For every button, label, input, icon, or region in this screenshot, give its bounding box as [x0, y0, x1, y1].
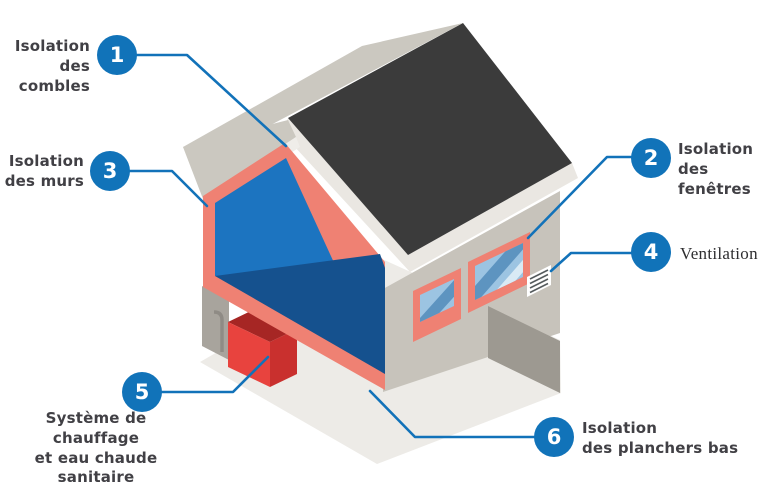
- boiler-top: [228, 309, 297, 342]
- callout-marker-4: 4: [631, 232, 671, 272]
- leader-line-4: [549, 251, 633, 273]
- boiler-pipe: [213, 310, 224, 352]
- roof-overhang-left: [183, 120, 296, 199]
- roof-back-plane: [183, 23, 463, 162]
- window: [413, 268, 461, 342]
- leader-line-6: [368, 389, 536, 439]
- undercroft-shadow: [488, 306, 560, 393]
- callout-label-combles: Isolation des combles: [14, 37, 90, 95]
- roof-dark-plane: [288, 23, 572, 255]
- callout-label-planchers: Isolation des planchers bas: [582, 419, 739, 457]
- callout-marker-5: 5: [122, 372, 162, 412]
- window-glass-reflections: [475, 243, 523, 300]
- leader-line-1: [135, 53, 288, 148]
- leader-line-3: [128, 169, 209, 208]
- boiler-side: [270, 329, 297, 387]
- callout-marker-1: 1: [97, 35, 137, 75]
- interior-floor: [215, 254, 385, 374]
- roof-fascia: [282, 118, 578, 272]
- callout-label-fenetres: Isolation des fenêtres: [678, 140, 754, 198]
- callout-marker-3: 3: [90, 151, 130, 191]
- leader-line-2: [526, 155, 633, 240]
- boiler-front: [228, 322, 270, 387]
- callout-label-murs: Isolation des murs: [4, 152, 84, 190]
- boiler: [228, 309, 297, 387]
- callout-marker-6: 6: [534, 417, 574, 457]
- callout-marker-2: 2: [631, 138, 671, 178]
- window: [468, 232, 530, 313]
- cutaway-gable: [203, 143, 385, 390]
- callout-label-ventilation: Ventilation: [680, 244, 758, 263]
- callout-label-chauffage: Système de chauffage et eau chaude sanit…: [34, 409, 158, 487]
- leader-line-5: [160, 355, 270, 394]
- vent-grille: [527, 265, 551, 297]
